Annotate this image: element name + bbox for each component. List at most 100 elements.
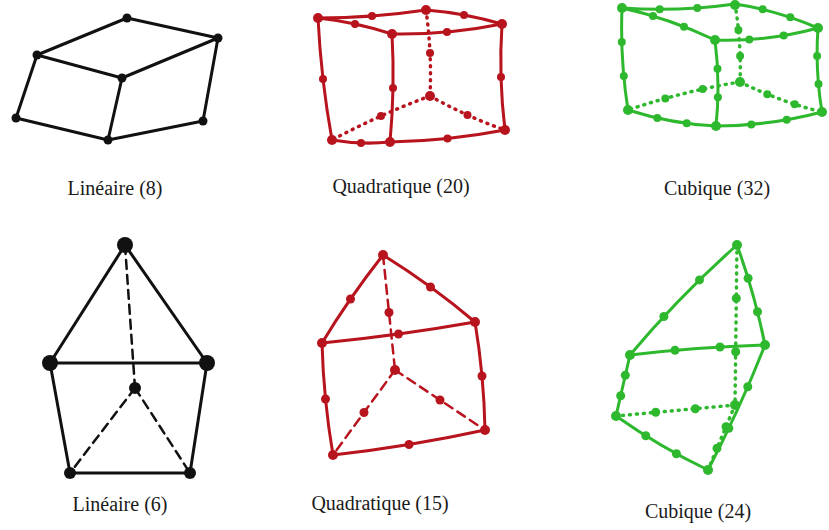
quadratic-hexahedron-part-part (313, 13, 323, 23)
cubic-prism-part-part (753, 307, 762, 316)
cubic-prism-part-part (760, 340, 770, 350)
quadratic-prism (317, 250, 490, 460)
quadratic-prism-part-part (390, 365, 400, 375)
cubic-prism-part-part (641, 431, 650, 440)
element-caption: Linéaire (8) (68, 176, 163, 200)
cubic-hexahedron-part-part (780, 32, 788, 40)
cubic-hexahedron-part-part (817, 107, 827, 117)
cubic-prism-part-part (625, 350, 635, 360)
element-caption: Linéaire (6) (73, 492, 168, 516)
cubic-hexahedron-part-part (791, 100, 799, 108)
linear-hexahedron-part-part (123, 14, 132, 23)
cubic-hexahedron-part-part (714, 65, 722, 73)
linear-prism-part (42, 237, 215, 479)
element-caption: Cubique (24) (645, 499, 751, 523)
quadratic-hexahedron-part-part (351, 20, 359, 28)
cubic-prism-part-part (672, 449, 681, 458)
cubic-hexahedron-part-part (786, 13, 794, 21)
quadratic-hexahedron-part-part (357, 139, 365, 147)
cubic-prism-part-part (732, 240, 742, 250)
cubic-hexahedron-part (617, 0, 827, 131)
quadratic-hexahedron-part-part (464, 111, 472, 119)
quadratic-prism-part-part (480, 425, 490, 435)
quadratic-prism-part-part (328, 450, 338, 460)
cubic-hexahedron-part-part (815, 80, 823, 88)
cubic-hexahedron-part-part (710, 35, 720, 45)
cubic-hexahedron (617, 0, 827, 131)
quadratic-hexahedron-part-part (327, 135, 337, 145)
cubic-hexahedron-part-part (653, 114, 661, 122)
cubic-prism-part-part (722, 422, 731, 431)
cubic-hexahedron-part-part (699, 85, 707, 93)
quadratic-hexahedron-part-part (444, 135, 452, 143)
cubic-prism-part-part (651, 408, 660, 417)
quadratic-hexahedron-part-part (389, 84, 397, 92)
quadratic-hexahedron-part-part (377, 112, 385, 120)
quadratic-prism-part-part (360, 408, 369, 417)
linear-hexahedron-part (12, 14, 223, 145)
quadratic-prism-part-part (436, 396, 445, 405)
quadratic-hexahedron-part-part (426, 49, 434, 57)
linear-hexahedron-part-part (104, 136, 113, 145)
quadratic-hexahedron-part-part (497, 73, 505, 81)
cubic-prism-part-part (713, 444, 722, 453)
cubic-hexahedron-part-part (763, 90, 771, 98)
element-caption: Cubique (32) (664, 176, 770, 200)
cubic-prism-part-part (716, 343, 725, 352)
quadratic-hexahedron-part (313, 5, 510, 147)
quadratic-prism-part-part (426, 283, 435, 292)
quadratic-prism-part (317, 250, 490, 460)
cubic-prism-part (611, 240, 770, 475)
quadratic-prism-part (322, 255, 485, 455)
cubic-hexahedron-part-part (714, 93, 722, 101)
cubic-prism-part-part (695, 275, 704, 284)
cubic-hexahedron-part-part (661, 95, 669, 103)
element-caption: Quadratique (20) (332, 174, 469, 198)
cubic-hexahedron-part-part (734, 26, 742, 34)
cubic-hexahedron-part-part (683, 119, 691, 127)
linear-prism (42, 237, 215, 479)
cubic-prism-part-part (730, 400, 740, 410)
quadratic-prism-part-part (346, 295, 355, 304)
quadratic-hexahedron-part-part (368, 12, 376, 20)
cubic-prism-part-part (744, 274, 753, 283)
quadratic-prism-part-part (317, 338, 327, 348)
quadratic-hexahedron-part-part (421, 5, 431, 15)
cubic-hexahedron-part-part (649, 12, 657, 20)
cubic-hexahedron-part-part (783, 116, 791, 124)
cubic-prism-part-part (691, 404, 700, 413)
cubic-prism-part (616, 245, 737, 470)
quadratic-prism-part-part (385, 308, 394, 317)
cubic-hexahedron-part-part (617, 3, 627, 13)
linear-hexahedron-part-part (118, 74, 127, 83)
cubic-hexahedron-part-part (623, 105, 633, 115)
linear-hexahedron-part-part (214, 34, 223, 43)
cubic-hexahedron-part-part (618, 38, 626, 46)
cubic-hexahedron-part-part (711, 121, 721, 131)
linear-hexahedron-part (16, 18, 218, 140)
cubic-prism (611, 240, 770, 475)
cubic-prism-part (616, 245, 765, 470)
linear-prism-part-part (42, 355, 58, 371)
quadratic-prism-part-part (321, 395, 330, 404)
linear-hexahedron-part-part (33, 51, 42, 60)
quadratic-prism-part-part (394, 330, 403, 339)
linear-hexahedron-part-part (12, 114, 21, 123)
quadratic-hexahedron-part (332, 10, 505, 140)
cubic-hexahedron-part (622, 4, 822, 126)
cubic-prism-part-part (611, 411, 621, 421)
quadratic-hexahedron-part-part (385, 137, 395, 147)
cubic-hexahedron-part-part (745, 36, 753, 44)
quadratic-hexahedron-part (318, 10, 505, 143)
cubic-prism-part-part (703, 465, 713, 475)
element-caption: Quadratique (15) (311, 491, 448, 515)
linear-hexahedron-part-part (199, 117, 208, 126)
linear-prism-part (70, 245, 190, 473)
cubic-hexahedron-part-part (680, 23, 688, 31)
cubic-hexahedron-part-part (735, 77, 745, 87)
cubic-hexahedron-part-part (693, 4, 701, 12)
cubic-hexahedron-part-part (730, 0, 740, 10)
cubic-hexahedron-part-part (813, 52, 821, 60)
